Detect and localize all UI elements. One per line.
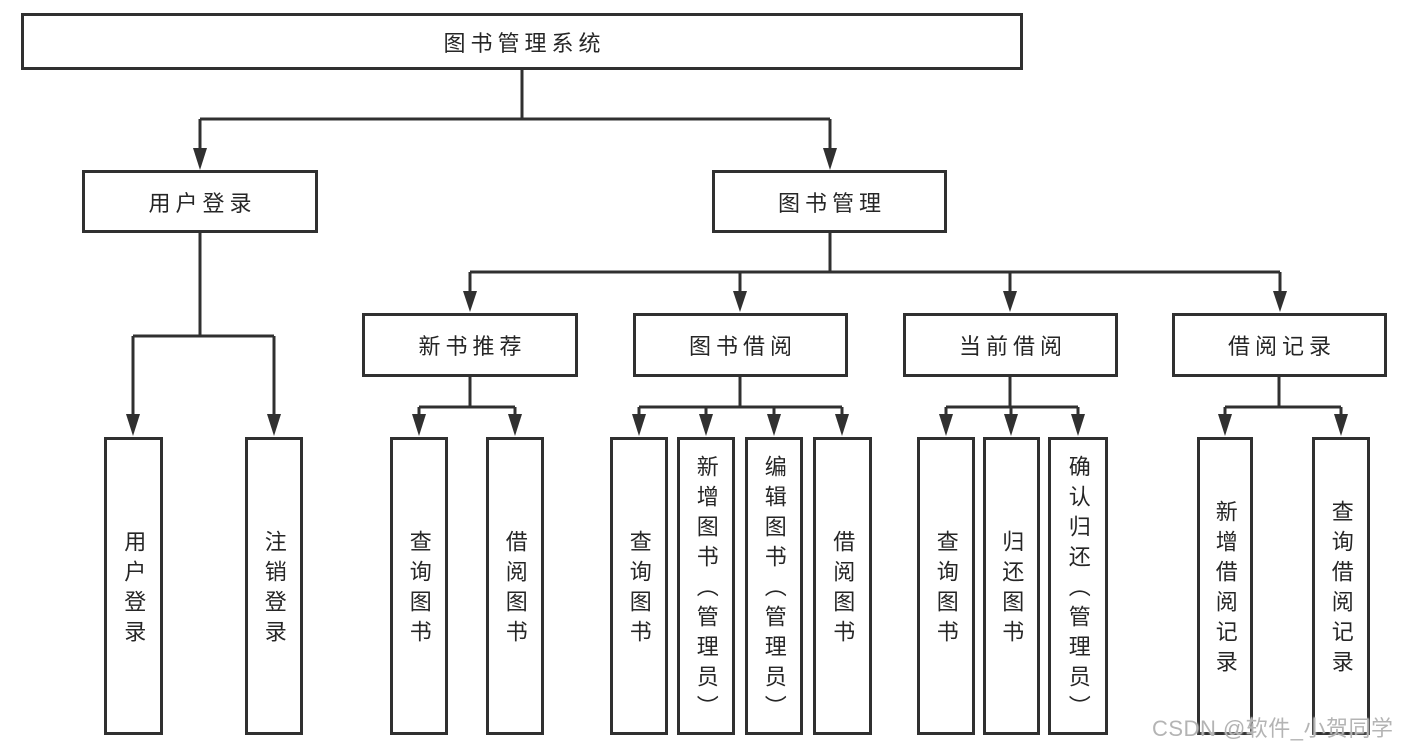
node-current-borrow: 当前借阅 bbox=[903, 313, 1118, 377]
leaf-query-books-current: 查询图书 bbox=[917, 437, 975, 735]
leaf-add-borrow-record: 新增借阅记录 bbox=[1197, 437, 1253, 735]
connector-current-borrow-children bbox=[939, 377, 1085, 436]
node-library-system: 图书管理系统 bbox=[21, 13, 1023, 70]
leaf-query-books-borrow: 查询图书 bbox=[610, 437, 668, 735]
connector-book-borrow-children bbox=[632, 377, 849, 436]
node-book-borrow: 图书借阅 bbox=[633, 313, 848, 377]
leaf-query-borrow-record: 查询借阅记录 bbox=[1312, 437, 1370, 735]
connector-new-book-children bbox=[412, 377, 522, 436]
leaf-logout: 注销登录 bbox=[245, 437, 303, 735]
leaf-borrow-books-recommend: 借阅图书 bbox=[486, 437, 544, 735]
node-book-management: 图书管理 bbox=[712, 170, 947, 233]
connector-book-management-children bbox=[463, 233, 1287, 312]
connector-user-login-children bbox=[126, 233, 281, 436]
leaf-query-books-recommend: 查询图书 bbox=[390, 437, 448, 735]
leaf-add-book-admin: 新增图书（管理员） bbox=[677, 437, 735, 735]
node-borrow-records: 借阅记录 bbox=[1172, 313, 1387, 377]
node-new-book-recommend: 新书推荐 bbox=[362, 313, 578, 377]
leaf-confirm-return-admin: 确认归还（管理员） bbox=[1048, 437, 1108, 735]
connector-borrow-records-children bbox=[1218, 377, 1348, 436]
csdn-watermark: CSDN @软件_小贺同学 bbox=[1152, 716, 1394, 741]
connector-root-to-level2 bbox=[193, 69, 837, 170]
leaf-edit-book-admin: 编辑图书（管理员） bbox=[745, 437, 803, 735]
node-user-login: 用户登录 bbox=[82, 170, 318, 233]
leaf-borrow-books: 借阅图书 bbox=[813, 437, 872, 735]
leaf-user-login: 用户登录 bbox=[104, 437, 163, 735]
leaf-return-book: 归还图书 bbox=[983, 437, 1040, 735]
